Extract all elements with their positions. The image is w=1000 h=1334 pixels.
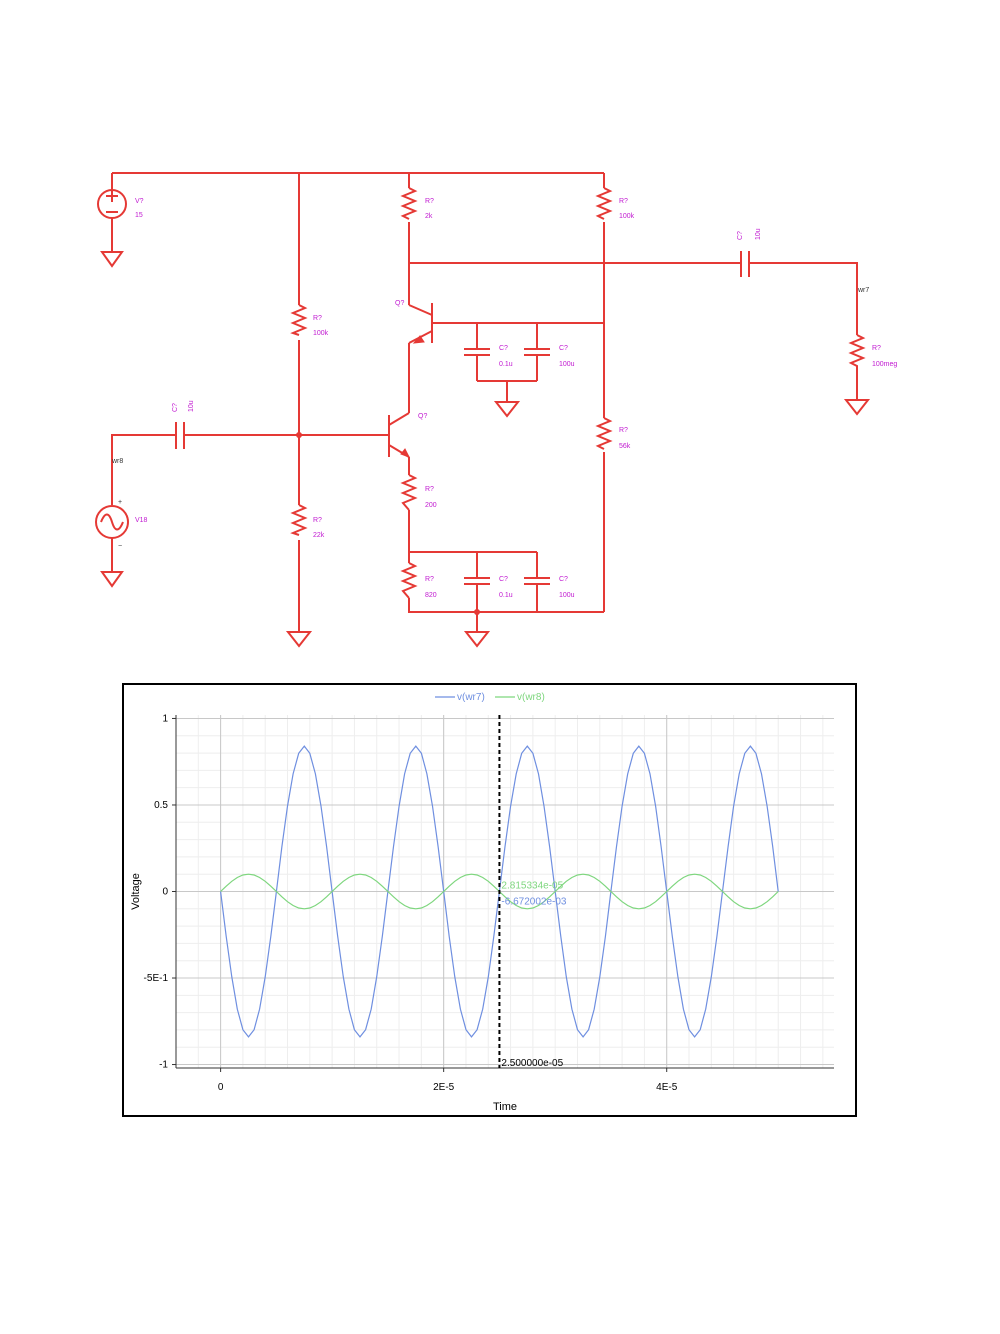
remit-val: 200 (425, 502, 437, 509)
rbias-top-ref: R? (313, 315, 322, 322)
ac-voltage-source (95, 505, 129, 588)
transistor-q1 (408, 303, 604, 344)
x-tick-label: 2E-5 (433, 1082, 455, 1093)
rload-ref: R? (872, 345, 881, 352)
resistor-load (843, 334, 871, 416)
y-tick-label: 1 (162, 713, 168, 724)
legend-label: v(wr7) (457, 692, 485, 703)
cbot-big-val: 100u (559, 592, 575, 599)
capacitor-mid-small (464, 348, 490, 356)
vac-minus: − (118, 543, 122, 550)
cin-ref: C? (172, 403, 179, 412)
bottom-emitter-bus (408, 551, 604, 632)
cmid-small-ref: C? (499, 345, 508, 352)
resistor-right-top (595, 187, 613, 220)
ground-emitter (463, 631, 491, 648)
y-tick-label: 0.5 (154, 800, 168, 811)
rtop-val: 2k (425, 213, 433, 220)
resistor-bias-bottom (290, 504, 308, 536)
cmid-big-ref: C? (559, 345, 568, 352)
junction-dot-emitter (474, 609, 480, 615)
rbias-bot-val: 22k (313, 532, 325, 539)
rem2-ref: R? (425, 576, 434, 583)
cursor-wr7-value: -6.672002e-03 (501, 897, 566, 908)
cin-val: 10u (188, 400, 195, 412)
capacitor-input (175, 422, 185, 449)
y-tick-label: -5E-1 (144, 973, 169, 984)
cursor-x-label: 2.500000e-05 (501, 1058, 563, 1069)
x-axis-title: Time (493, 1101, 517, 1113)
capacitor-mid-big (524, 348, 550, 356)
vac-plus: + (118, 499, 122, 506)
resistor-emitter (400, 474, 418, 511)
rright-top-ref: R? (619, 198, 628, 205)
cbot-big-ref: C? (559, 576, 568, 583)
cmid-small-val: 0.1u (499, 361, 513, 368)
ground-bias (285, 631, 313, 648)
cout-ref: C? (737, 231, 744, 240)
rtop-ref: R? (425, 198, 434, 205)
ground-mid (493, 401, 521, 418)
rright-top-val: 100k (619, 213, 635, 220)
x-tick-label: 4E-5 (656, 1082, 678, 1093)
vac-ref: V18 (135, 517, 148, 524)
rright-bot-val: 56k (619, 443, 631, 450)
resistor-bias-top (290, 304, 308, 336)
dc-voltage-source (97, 189, 127, 268)
rem2-val: 820 (425, 592, 437, 599)
resistor-emitter-2 (400, 562, 418, 599)
input-wire (111, 434, 389, 505)
rright-bot-ref: R? (619, 427, 628, 434)
node-wr8-label: wr8 (111, 458, 123, 465)
rload-val: 100meg (872, 361, 897, 368)
capacitor-output (740, 251, 750, 277)
vdc-ref-label: V? (135, 198, 144, 205)
resistor-collector (400, 187, 418, 220)
y-tick-label: 0 (162, 887, 168, 898)
node-wr7-label: wr7 (857, 287, 869, 294)
rbias-bot-ref: R? (313, 517, 322, 524)
remit-ref: R? (425, 486, 434, 493)
cbot-small-ref: C? (499, 576, 508, 583)
y-tick-label: -1 (159, 1060, 168, 1071)
cursor-wr8-value: 2.815334e-05 (501, 881, 563, 892)
transistor-q2 (388, 412, 411, 458)
q2-ref: Q? (418, 413, 427, 420)
vdc-value-label: 15 (135, 212, 143, 219)
rbias-top-val: 100k (313, 330, 329, 337)
cmid-big-val: 100u (559, 361, 575, 368)
schematic-diagram: V? 15 R? 100k R? 22k R? 2k C? 10u wr7 R?… (95, 172, 897, 648)
mid-cap-wires (476, 323, 538, 402)
output-wire (409, 262, 858, 335)
resistor-right-bottom (595, 417, 613, 450)
cout-val: 10u (755, 228, 762, 240)
capacitor-bottom-small (464, 577, 490, 585)
cbot-small-val: 0.1u (499, 592, 513, 599)
legend-label: v(wr8) (517, 692, 545, 703)
q1-ref: Q? (395, 300, 404, 307)
y-axis-title: Voltage (130, 873, 142, 910)
capacitor-bottom-big (524, 577, 550, 585)
x-tick-label: 0 (218, 1082, 224, 1093)
